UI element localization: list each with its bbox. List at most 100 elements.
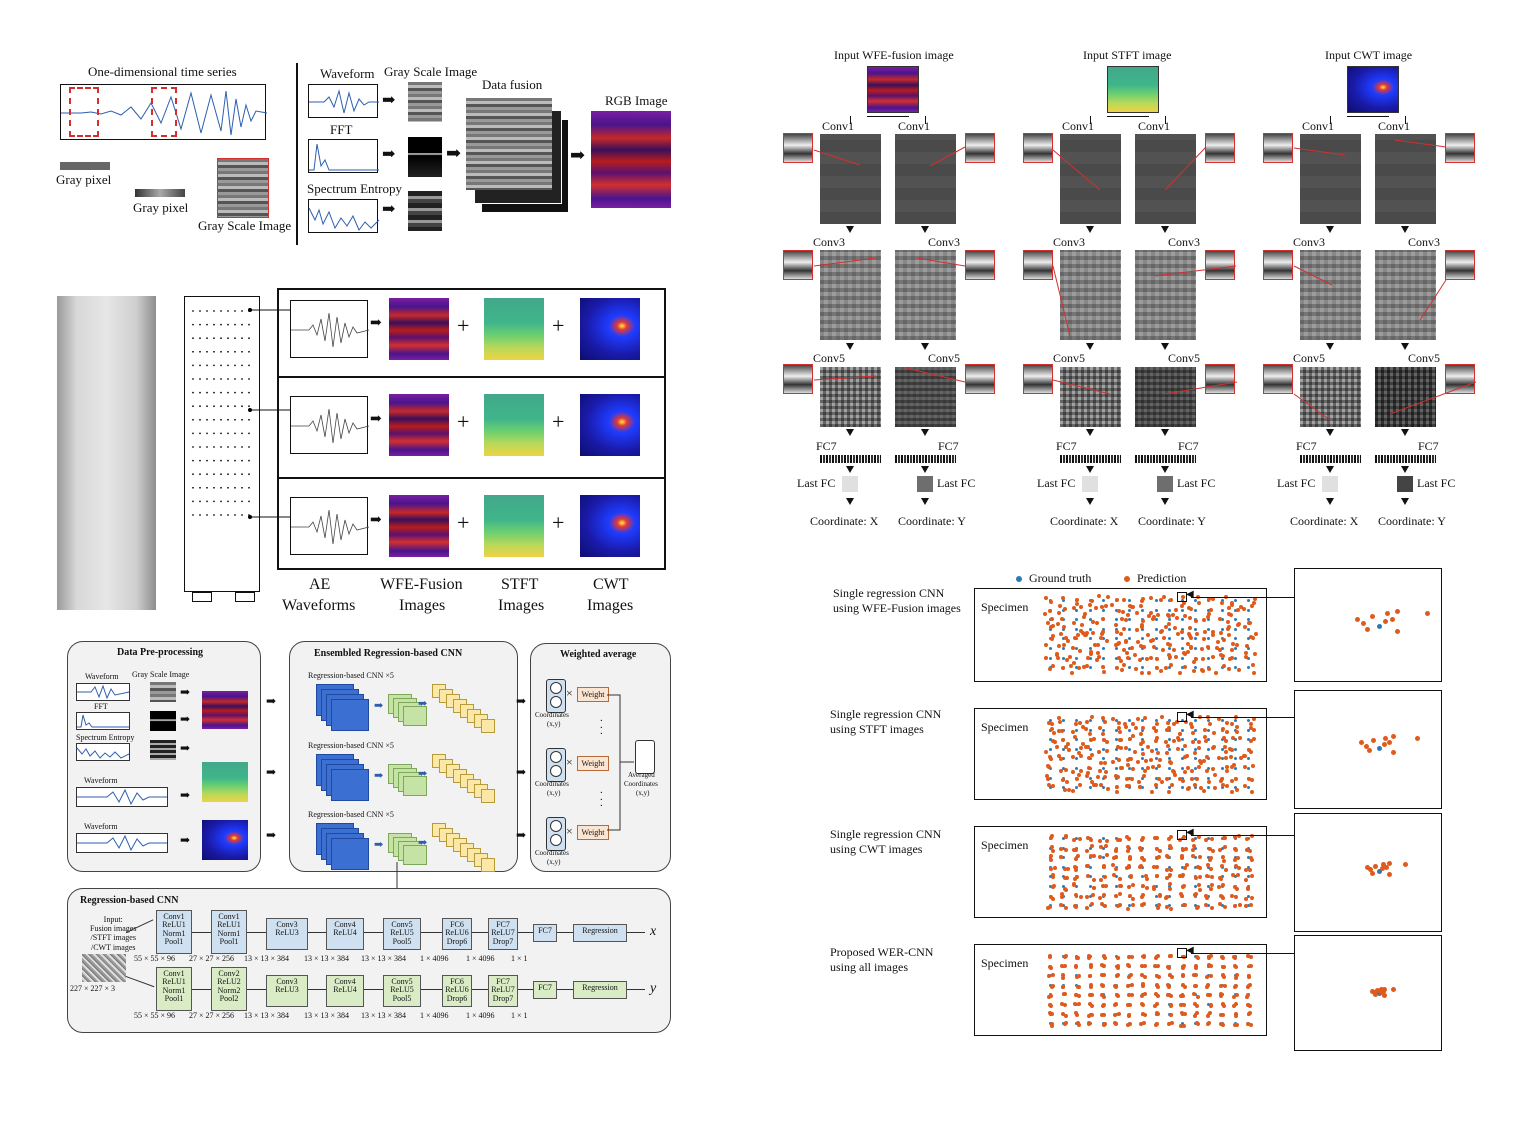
pred-point xyxy=(1164,625,1169,630)
zoom-pred xyxy=(1415,735,1421,741)
pred-point xyxy=(1098,854,1103,859)
pred-point xyxy=(1233,1023,1238,1028)
pred-point xyxy=(1095,657,1100,662)
gt-point xyxy=(1128,608,1132,612)
fc7-arrow xyxy=(921,466,929,473)
fc7-arrow xyxy=(1326,466,1334,473)
pred-point xyxy=(1220,653,1225,658)
regcnn-size: 55 × 55 × 96 xyxy=(134,1011,176,1020)
pred-point xyxy=(1099,783,1104,788)
gt-point xyxy=(1062,856,1066,860)
pred-point xyxy=(1072,620,1077,625)
gt-point xyxy=(1141,846,1145,850)
zoom-pred xyxy=(1383,735,1389,741)
gt-point xyxy=(1115,618,1118,622)
regcnn-layer-text: ReLU7 xyxy=(491,928,515,938)
images-table xyxy=(277,288,666,570)
pred-point xyxy=(1074,955,1079,960)
pred-point xyxy=(1076,1001,1081,1006)
pred-point xyxy=(1235,643,1240,648)
coords-xy-2: (x,y) xyxy=(547,789,561,797)
pred-point xyxy=(1155,1012,1160,1016)
regcnn-layer-text: FC7 xyxy=(496,977,510,986)
pred-point xyxy=(1246,975,1251,980)
pred-point xyxy=(1046,764,1051,769)
coords-xy-1: (x,y) xyxy=(547,720,561,728)
pred-point xyxy=(1252,728,1257,733)
coords-label-1: Coordinates xyxy=(535,711,569,719)
cnn-blue-layer xyxy=(331,769,369,801)
pred-point xyxy=(1117,877,1122,882)
pred-point xyxy=(1151,725,1156,730)
plus-1-1: + xyxy=(457,313,470,338)
regcnn-connector xyxy=(557,989,573,990)
pred-point xyxy=(1101,737,1106,742)
pred-point xyxy=(1180,629,1185,634)
pred-point xyxy=(1169,782,1174,787)
pred-point xyxy=(1095,650,1100,655)
gt-point xyxy=(1167,757,1171,761)
zoom-patch-left xyxy=(1263,133,1293,163)
cnn-green-layer xyxy=(403,706,427,726)
pred-point xyxy=(1060,972,1065,977)
fc7-barcode xyxy=(895,455,956,463)
pred-point xyxy=(1050,972,1055,977)
pred-point xyxy=(1252,600,1257,605)
pred-point xyxy=(1165,642,1170,647)
pred-point xyxy=(1196,865,1201,870)
gt-point xyxy=(1167,776,1171,780)
pred-point xyxy=(1184,720,1189,725)
pred-point xyxy=(1138,732,1143,737)
pred-point xyxy=(1050,848,1055,853)
fft-label: FFT xyxy=(330,122,353,137)
pred-point xyxy=(1182,614,1187,619)
gt-point xyxy=(1075,738,1079,742)
pred-point xyxy=(1073,1002,1078,1007)
waveform-label: Waveform xyxy=(320,66,375,81)
pred-point xyxy=(1051,738,1056,743)
pred-point xyxy=(1074,893,1079,897)
pred-point xyxy=(1105,749,1110,754)
pred-point xyxy=(1208,1003,1213,1008)
pred-point xyxy=(1138,865,1143,870)
pred-point xyxy=(1210,874,1215,879)
pred-point xyxy=(1058,769,1063,774)
cnn-arrow-3: ➡ xyxy=(374,839,384,851)
pred-point xyxy=(1048,867,1053,871)
pred-point xyxy=(1080,622,1085,627)
gt-point xyxy=(1194,719,1198,722)
pred-point xyxy=(1057,611,1062,616)
pred-point xyxy=(1237,736,1242,741)
pred-point xyxy=(1139,973,1144,978)
pred-point xyxy=(1138,742,1143,747)
gt-point xyxy=(1181,618,1184,622)
legend-pred-marker xyxy=(1124,576,1130,582)
pred-point xyxy=(1234,863,1239,868)
pred-point xyxy=(1158,629,1163,634)
gt-point xyxy=(1062,846,1066,850)
pred-point xyxy=(1100,1012,1105,1017)
gt-point xyxy=(1088,875,1092,879)
gt-point xyxy=(1167,719,1171,722)
arrow-2: ➡ xyxy=(382,146,396,163)
fm-split-line xyxy=(867,116,909,117)
gt-point xyxy=(1049,885,1052,888)
pred-point xyxy=(1155,973,1160,978)
gt-point xyxy=(1194,627,1198,631)
pred-point xyxy=(1044,642,1049,647)
pp-arrow: ➡ xyxy=(180,741,191,755)
gt-point xyxy=(1141,637,1145,641)
regcnn-layer-text: ReLU4 xyxy=(333,928,357,938)
gt-point xyxy=(1207,637,1211,641)
pred-point xyxy=(1168,882,1173,887)
pred-point xyxy=(1178,891,1183,896)
pred-point xyxy=(1078,754,1083,759)
stage-arrow: ➡ xyxy=(516,765,527,779)
pp-cwt-image xyxy=(202,820,248,860)
pred-point xyxy=(1249,858,1254,863)
conv1-label: Conv1 xyxy=(822,119,855,133)
gray-pixel-bar-2 xyxy=(135,189,185,197)
